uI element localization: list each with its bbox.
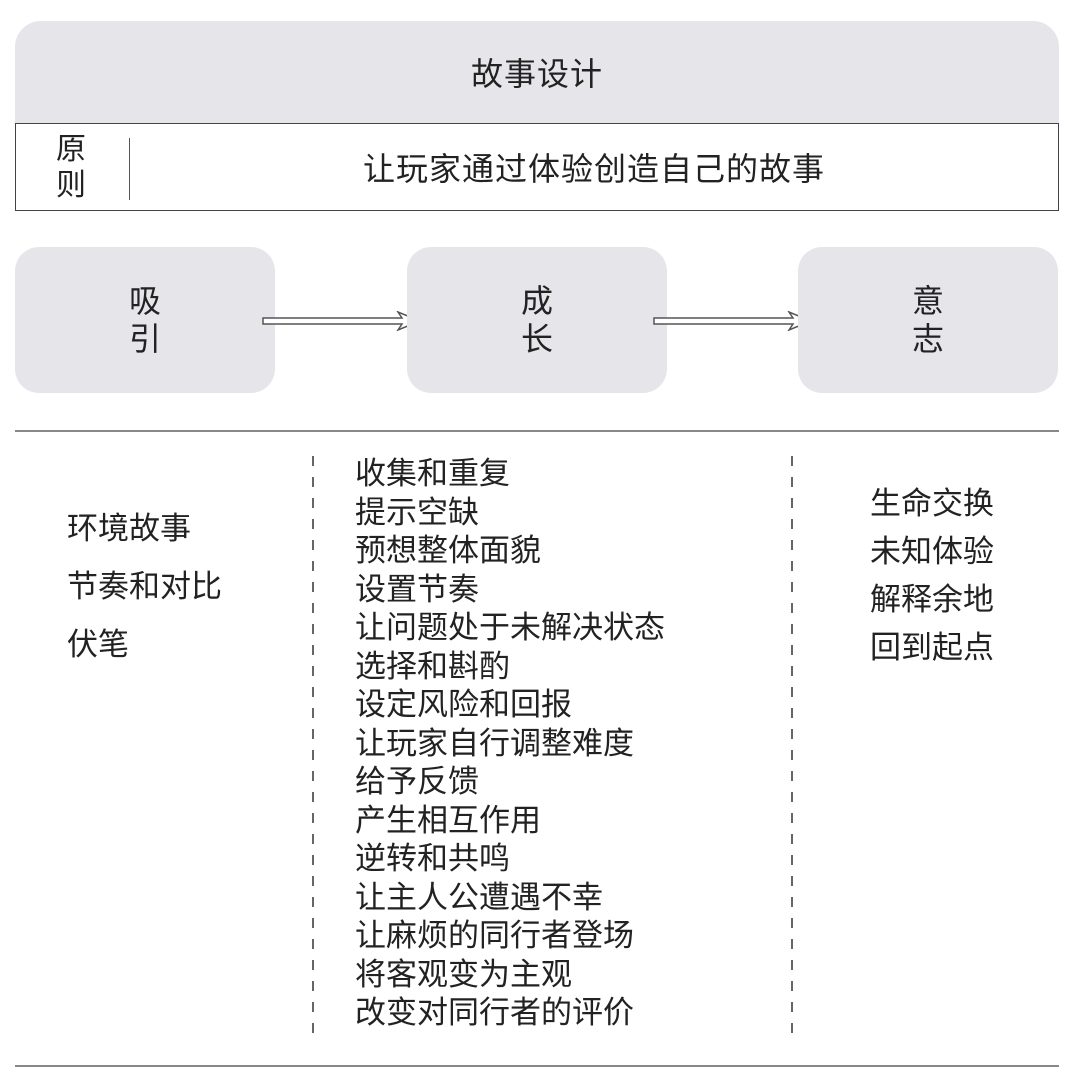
list-item: 回到起点 bbox=[870, 630, 994, 666]
diagram-title-bar: 故事设计 bbox=[15, 21, 1059, 123]
list-item: 改变对同行者的评价 bbox=[355, 995, 634, 1031]
growth-techniques: 收集和重复 提示空缺 预想整体面貌 设置节奏 让问题处于未解决状态 选择和斟酌 … bbox=[355, 455, 665, 1033]
top-rule bbox=[15, 430, 1059, 432]
list-item: 提示空缺 bbox=[355, 494, 479, 531]
list-item: 产生相互作用 bbox=[355, 802, 541, 839]
list-item: 预想整体面貌 bbox=[355, 533, 541, 569]
list-item: 生命交换 bbox=[870, 486, 994, 522]
stage-growth: 成长 bbox=[407, 247, 667, 393]
stage-will-label: 意志 bbox=[911, 282, 944, 358]
list-item: 逆转和共鸣 bbox=[355, 841, 510, 877]
list-item: 解释余地 bbox=[870, 582, 994, 618]
list-item: 将客观变为主观 bbox=[355, 956, 572, 993]
list-item: 让玩家自行调整难度 bbox=[355, 725, 634, 762]
list-item: 节奏和对比 bbox=[67, 569, 222, 605]
stage-attract-label: 吸引 bbox=[128, 282, 161, 358]
dashed-divider-left bbox=[312, 456, 314, 1040]
will-techniques: 生命交换 未知体验 解释余地 回到起点 bbox=[870, 480, 994, 672]
list-item: 未知体验 bbox=[870, 534, 994, 570]
dashed-divider-right bbox=[791, 456, 793, 1040]
principle-label-char: 原 bbox=[56, 132, 86, 167]
list-item: 设置节奏 bbox=[355, 571, 479, 608]
stage-growth-label: 成长 bbox=[520, 282, 553, 358]
arrow-right-icon bbox=[262, 311, 422, 331]
stage-attract: 吸引 bbox=[15, 247, 275, 393]
list-item: 让麻烦的同行者登场 bbox=[355, 918, 634, 954]
principle-label-char: 则 bbox=[56, 168, 86, 203]
list-item: 让主人公遭遇不幸 bbox=[355, 879, 603, 916]
list-item: 环境故事 bbox=[67, 511, 191, 547]
list-item: 伏笔 bbox=[67, 627, 129, 663]
stage-will: 意志 bbox=[798, 247, 1058, 393]
attract-techniques: 环境故事 节奏和对比 伏笔 bbox=[67, 500, 222, 674]
list-item: 设定风险和回报 bbox=[355, 687, 572, 723]
bottom-rule bbox=[15, 1065, 1059, 1067]
list-item: 让问题处于未解决状态 bbox=[355, 610, 665, 646]
principle-text: 让玩家通过体验创造自己的故事 bbox=[362, 150, 825, 188]
arrow-right-icon bbox=[653, 311, 813, 331]
diagram-title: 故事设计 bbox=[470, 55, 603, 93]
list-item: 给予反馈 bbox=[355, 764, 479, 800]
principle-divider bbox=[129, 138, 130, 200]
list-item: 收集和重复 bbox=[355, 456, 510, 492]
principle-label: 原 则 bbox=[56, 132, 86, 204]
principle-row: 原 则 让玩家通过体验创造自己的故事 bbox=[15, 123, 1059, 211]
list-item: 选择和斟酌 bbox=[355, 648, 510, 685]
